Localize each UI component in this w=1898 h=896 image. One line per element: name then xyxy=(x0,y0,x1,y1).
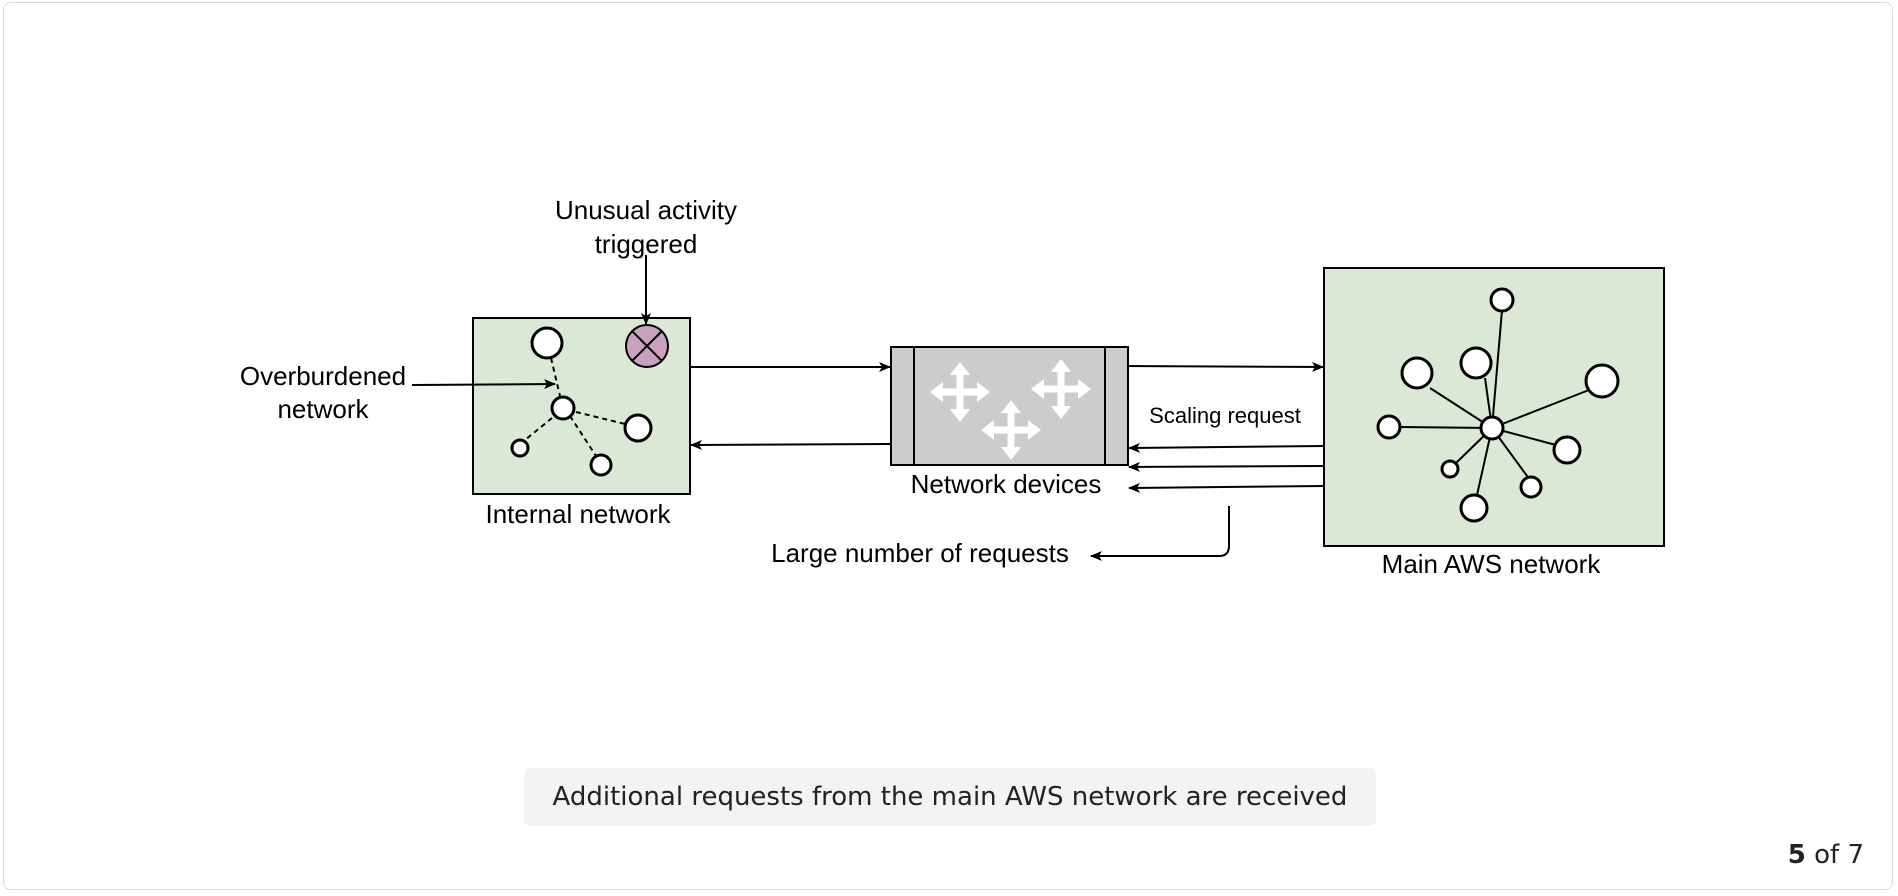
node-circle xyxy=(1519,475,1543,499)
node-circle xyxy=(623,413,653,443)
aws-request-arrow-1 xyxy=(1128,442,1325,453)
aws-request-arrow-2 xyxy=(1128,461,1325,472)
scaling-request-label: Scaling request xyxy=(1149,403,1301,428)
node-circle xyxy=(1459,493,1489,523)
overburdened-label-line2: network xyxy=(277,394,369,424)
slide-caption: Additional requests from the main AWS ne… xyxy=(524,768,1376,826)
node-circle xyxy=(1400,356,1434,390)
node-circle xyxy=(1376,414,1402,440)
node-circle xyxy=(1489,287,1515,313)
pager-total: 7 xyxy=(1847,840,1864,870)
pager-separator: of xyxy=(1814,840,1840,870)
internal-network-label: Internal network xyxy=(486,499,672,529)
aws-request-arrow-3 xyxy=(1128,482,1325,493)
internal-network-box xyxy=(472,317,691,495)
pager-current: 5 xyxy=(1787,840,1806,870)
large-requests-arrow xyxy=(1090,506,1230,561)
node-circle xyxy=(1459,346,1493,380)
node-circle xyxy=(1479,415,1505,441)
node-circle xyxy=(1552,435,1582,465)
overburdened-label-line1: Overburdened xyxy=(240,361,406,391)
devices-to-aws-arrow xyxy=(1127,361,1324,372)
x-circle-icon xyxy=(625,324,669,368)
main-aws-network-box xyxy=(1323,267,1665,547)
unusual-activity-label-line1: Unusual activity xyxy=(555,195,737,225)
caption-text: Additional requests from the main AWS ne… xyxy=(552,782,1348,812)
network-devices-box xyxy=(890,346,1129,466)
node-circle xyxy=(510,438,530,458)
node-circle xyxy=(550,395,576,421)
node-circle xyxy=(530,326,564,360)
devices-to-internal-arrow xyxy=(690,439,892,450)
main-aws-network-label: Main AWS network xyxy=(1382,549,1602,579)
slide-pager: 5 of 7 xyxy=(1788,840,1864,870)
network-devices-label: Network devices xyxy=(911,469,1102,499)
node-circle xyxy=(1440,459,1460,479)
unusual-activity-label-line2: triggered xyxy=(595,229,698,259)
node-circle xyxy=(1584,363,1620,399)
node-circle xyxy=(589,453,613,477)
overburdened-arrow xyxy=(411,379,556,390)
large-number-of-requests-label: Large number of requests xyxy=(771,538,1069,568)
